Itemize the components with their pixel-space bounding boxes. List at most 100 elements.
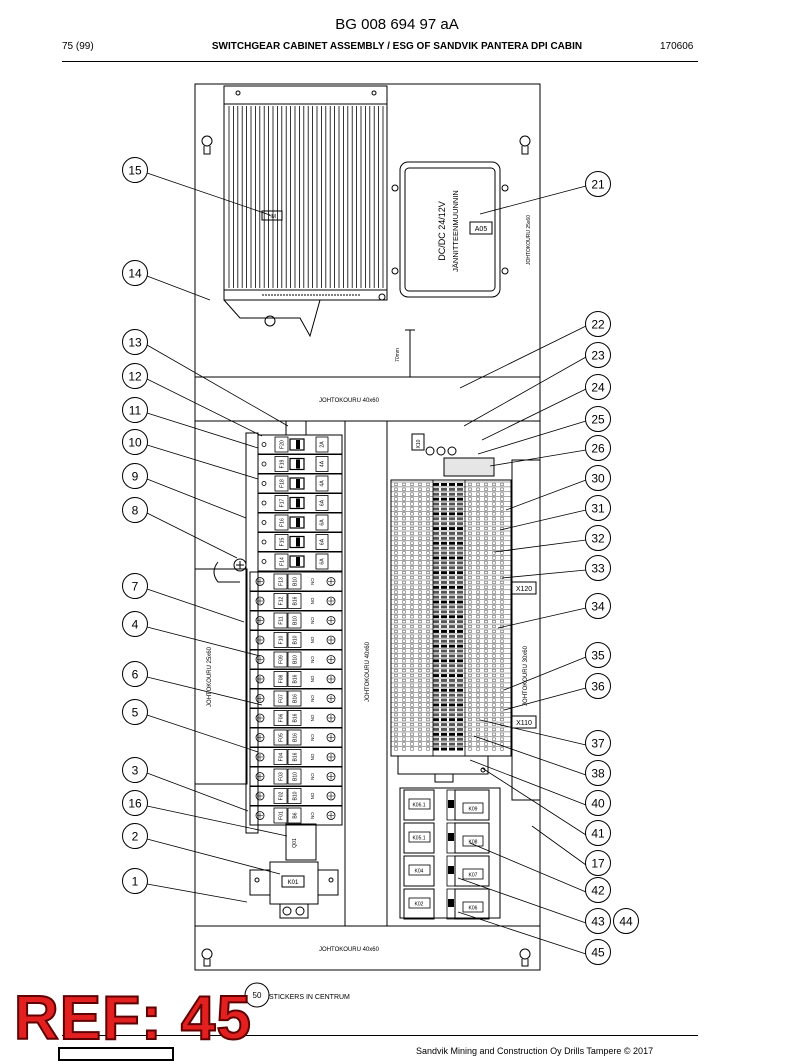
- svg-text:5: 5: [132, 706, 139, 720]
- callout-11: 11: [122, 397, 148, 423]
- relay-area: [399, 787, 501, 919]
- svg-text:1: 1: [132, 875, 139, 889]
- converter-line1: DC/DC 24/12V: [437, 201, 447, 261]
- svg-text:16: 16: [128, 797, 142, 811]
- svg-text:11: 11: [129, 404, 142, 418]
- svg-text:6: 6: [132, 668, 139, 682]
- converter-tag: A05: [475, 226, 488, 233]
- heatsink-tag: HM: [268, 214, 276, 220]
- svg-text:37: 37: [591, 737, 605, 751]
- callout-43: 43: [585, 908, 611, 934]
- fuse-id-label: F13: [278, 577, 284, 586]
- earth-terminal: [233, 558, 247, 572]
- fuse-rating-label: B10: [292, 655, 298, 664]
- x10-tag: X10: [416, 439, 422, 448]
- svg-text:25: 25: [591, 413, 605, 427]
- callout-bubbles: 1514131211109874653162121222324252630313…: [122, 157, 639, 965]
- contact-label: NO: [310, 675, 315, 682]
- callout-3: 3: [122, 757, 148, 783]
- callout-6: 6: [122, 661, 148, 687]
- callout-22: 22: [585, 311, 611, 337]
- svg-text:15: 15: [128, 164, 142, 178]
- fuse-id-label: F19: [279, 459, 285, 468]
- document-title: SWITCHGEAR CABINET ASSEMBLY / ESG OF SAN…: [211, 41, 583, 52]
- svg-text:3: 3: [132, 764, 139, 778]
- contact-label: NO: [310, 714, 315, 721]
- earth-strap: [213, 561, 240, 583]
- callout-42: 42: [585, 877, 611, 903]
- svg-text:12: 12: [128, 370, 142, 384]
- callout-8: 8: [122, 497, 148, 523]
- svg-text:26: 26: [591, 442, 605, 456]
- duct-label-center: JOHTOKOURU 40x60: [365, 641, 371, 702]
- fuse-rating-label: B16: [292, 694, 298, 703]
- fuse-id-label: F20: [279, 440, 285, 449]
- relay-label: K06.1: [412, 803, 425, 809]
- fuse-rating-label: B10: [292, 635, 298, 644]
- svg-text:23: 23: [591, 349, 605, 363]
- svg-text:44: 44: [619, 915, 633, 929]
- fuse-rating-label: 6A: [319, 519, 325, 526]
- fuse-id-label: F06: [278, 713, 284, 722]
- svg-text:22: 22: [591, 318, 605, 332]
- contact-label: NO: [310, 597, 315, 604]
- callout-17: 17: [585, 850, 611, 876]
- fuse-f20: F20 2A: [257, 434, 343, 455]
- callout-5: 5: [122, 699, 148, 725]
- heatsink: [223, 85, 388, 338]
- svg-text:9: 9: [132, 470, 139, 484]
- callout-12: 12: [122, 363, 148, 389]
- fuse-rating-label: B16: [292, 752, 298, 761]
- terminal-end-plate: [397, 755, 489, 775]
- dimension-line: [405, 329, 415, 378]
- fuse-id-label: F12: [278, 596, 284, 605]
- fuse-id-label: F01: [278, 811, 284, 820]
- fuse-id-label: F08: [278, 674, 284, 683]
- svg-text:4: 4: [132, 618, 139, 632]
- callout-36: 36: [585, 673, 611, 699]
- fuse-rating-label: B16: [292, 596, 298, 605]
- din-rail-left: [245, 432, 259, 834]
- dimension-label: 70mm: [395, 348, 401, 362]
- mounting-slots: [201, 135, 531, 967]
- svg-text:42: 42: [591, 884, 605, 898]
- fuse-rating-label: B16: [292, 733, 298, 742]
- duct-label-right: JOHTOKOURU 30x60: [523, 645, 529, 706]
- svg-text:38: 38: [591, 767, 605, 781]
- callout-24: 24: [585, 374, 611, 400]
- fuse-id-label: F07: [278, 694, 284, 703]
- sticker-number: 50: [253, 991, 262, 1000]
- contact-label: NO: [310, 812, 315, 819]
- callout-7: 7: [122, 573, 148, 599]
- callout-13: 13: [122, 329, 148, 355]
- callout-37: 37: [585, 730, 611, 756]
- callout-4: 4: [122, 611, 148, 637]
- svg-text:8: 8: [132, 504, 139, 518]
- callout-32: 32: [585, 525, 611, 551]
- fuse-rating-label: B10: [292, 616, 298, 625]
- callout-35: 35: [585, 642, 611, 668]
- fuse-rating-label: 2A: [319, 441, 325, 448]
- fuse-rating-label: 6A: [319, 538, 325, 545]
- callout-10: 10: [122, 429, 148, 455]
- sticker-circle: [244, 982, 270, 1008]
- svg-text:7: 7: [132, 580, 139, 594]
- svg-text:36: 36: [591, 680, 605, 694]
- callout-34: 34: [585, 593, 611, 619]
- duct-label-bottom: JOHTOKOURU 40x60: [319, 947, 380, 953]
- reference-stamp: REF: 45: [13, 984, 252, 1053]
- fuse-id-label: F15: [279, 537, 285, 546]
- fuse-id-label: F03: [278, 772, 284, 781]
- svg-text:2: 2: [132, 830, 139, 844]
- contact-label: NO: [310, 773, 315, 780]
- callout-25: 25: [585, 406, 611, 432]
- callout-21: 21: [585, 171, 611, 197]
